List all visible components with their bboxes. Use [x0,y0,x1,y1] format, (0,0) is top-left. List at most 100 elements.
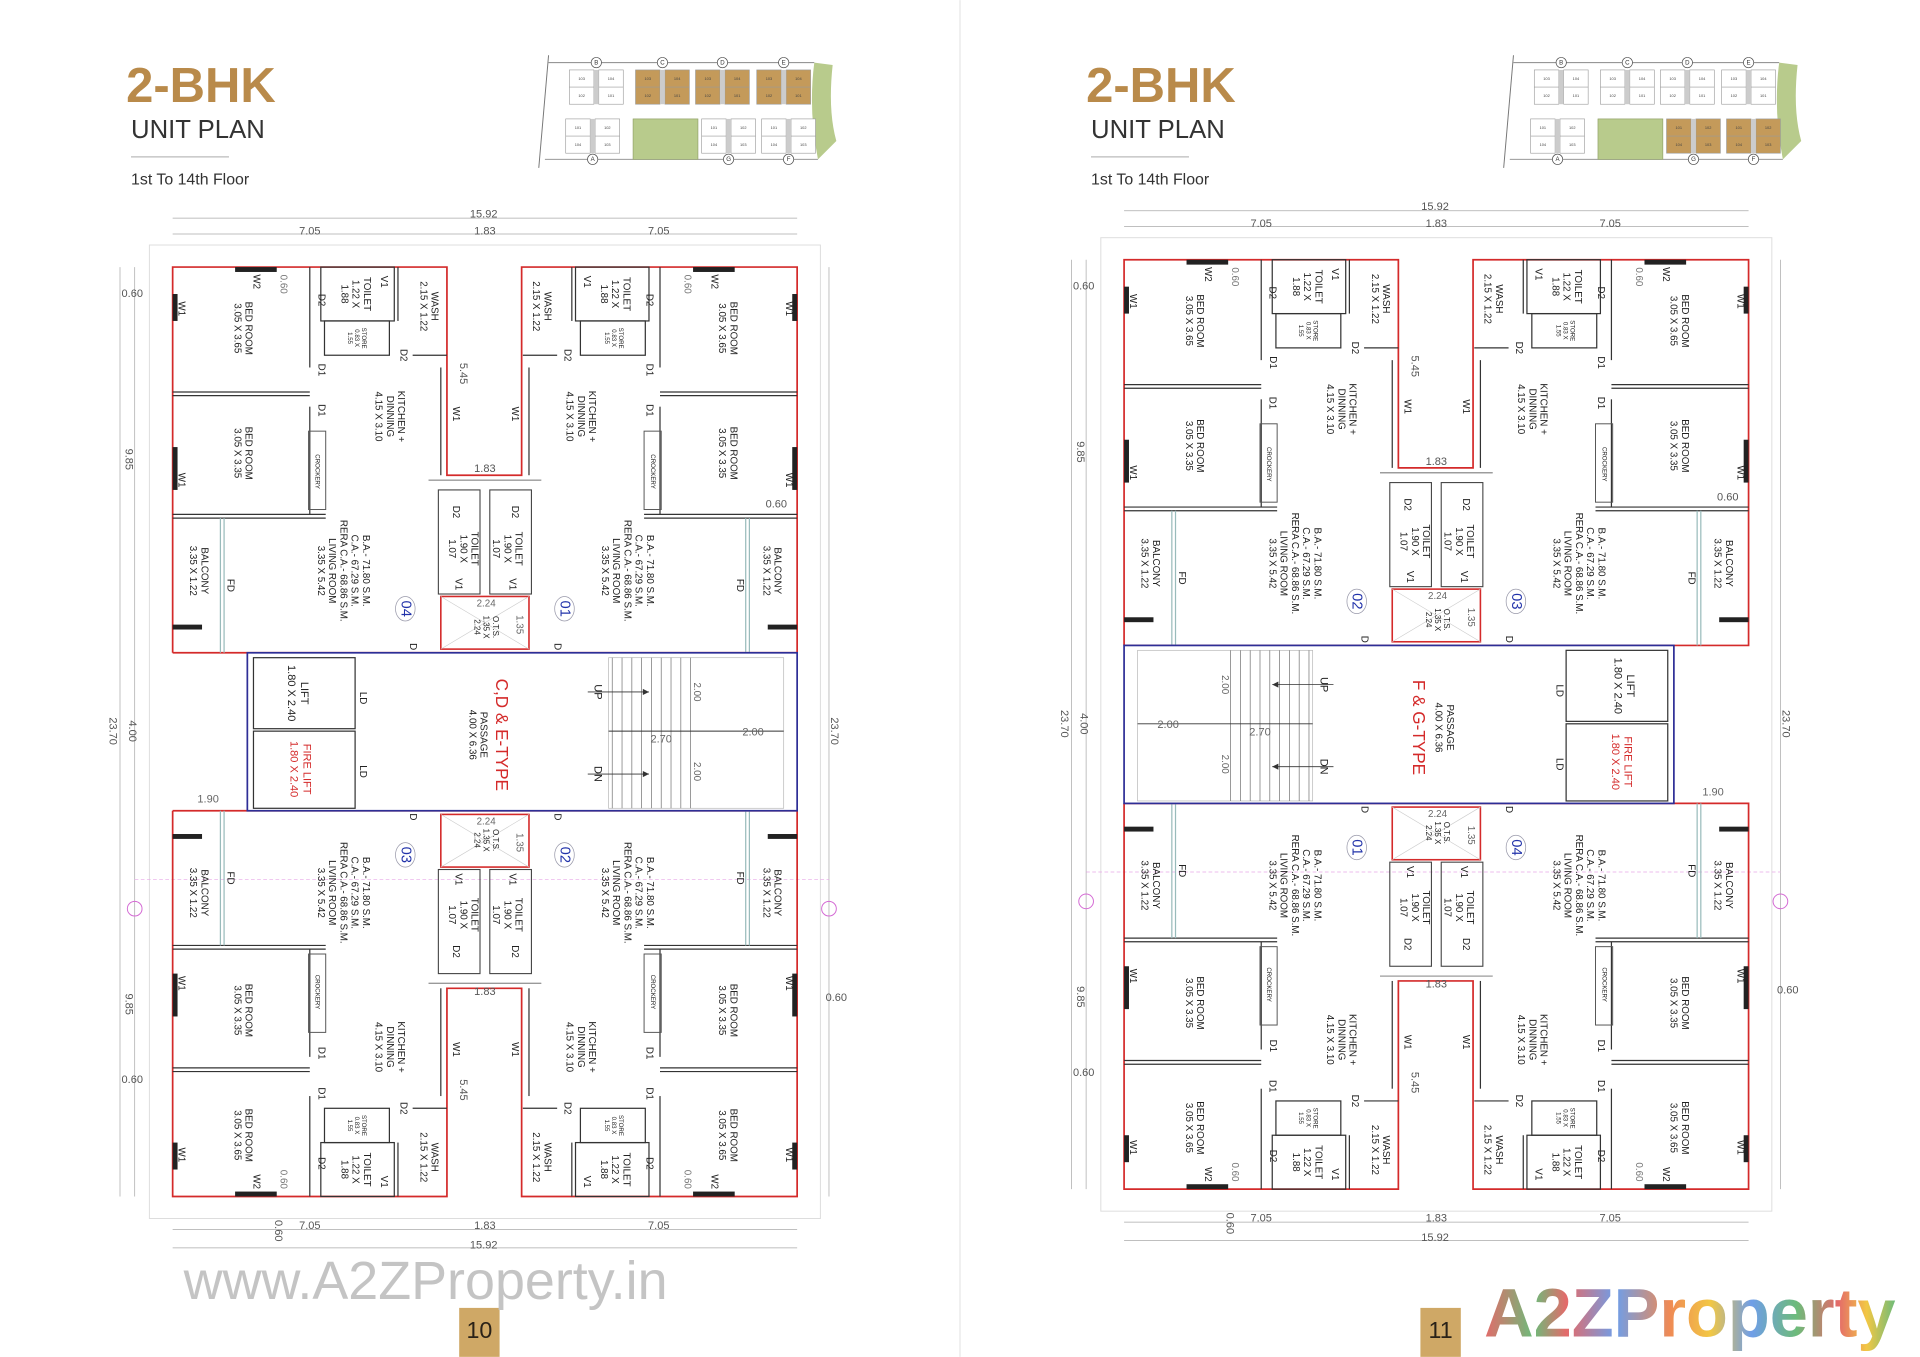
label-line: 1.88 [1290,1153,1301,1173]
arrow-head-icon [642,688,649,696]
label: 2.00 [742,726,763,738]
label-line: LIVING ROOM [326,860,337,925]
label: 2.70 [650,734,671,746]
label-line: LIVING ROOM [1562,853,1573,918]
core-cell [1624,69,1630,105]
crockery-unit [308,430,327,511]
label-line: TOILET [1464,890,1475,924]
label-line: BALCONY [1150,540,1161,587]
label: LD [1553,684,1564,697]
unit-number-badge [554,596,575,622]
window-w1 [172,294,178,321]
unit-number-badge [1505,834,1527,861]
unit-number: 103 [1543,76,1550,81]
window-w1 [1124,439,1129,483]
label-line: LIFT [1624,675,1636,698]
dimension-label: 1.83 [1426,1213,1447,1225]
label-line: PASSAGE [1444,704,1455,751]
label-line: BED ROOM [1679,976,1690,1029]
label: V1 [1458,571,1469,583]
core-cell [1691,118,1696,154]
label-line: 3.05 X 3.35 [716,428,727,479]
label-line: LIVING ROOM [610,860,621,925]
grid-marker [1555,57,1567,69]
store-walls [1531,312,1598,349]
crockery-unit [308,953,327,1033]
dimension-label: 23.70 [1779,710,1791,738]
label: V1 [1532,1168,1543,1180]
arrow-head-icon [642,770,649,778]
label: W1 [1735,969,1746,984]
label-line: 1.22 X [609,1155,620,1184]
core-cell [593,69,599,105]
label: W1 [1735,294,1746,309]
label-line: 4.15 X 3.10 [1515,384,1526,435]
common-toilet-walls [1440,861,1484,967]
ots-label: O.T.S.1.35 X2.24 [1424,608,1451,632]
label-line: 1.55 [1554,325,1561,337]
core-cell [1684,69,1690,105]
label-line: 1.80 X 2.40 [285,665,297,721]
label: 0.60 [681,1170,692,1190]
dimension-label: 7.05 [1250,1213,1271,1225]
label: D [1503,806,1514,813]
label: LD [1553,758,1564,771]
label: 2.24 [1428,591,1448,602]
unit-outline [1123,802,1750,1190]
core-cell [660,69,665,105]
dimension-label: 1.83 [1426,456,1447,468]
unit-number: 101 [711,125,718,130]
dimension-label: 1.83 [1426,218,1447,230]
label-line: B.A.- 71.80 S.M. [1311,528,1322,600]
dimension-label: 5.45 [457,1079,469,1100]
label-line: 1.90 X [1453,527,1464,556]
label-line: 4.15 X 3.10 [1324,384,1335,435]
label: V1 [378,276,389,288]
label-line: STORE [1568,1108,1575,1129]
crockery-label: CROCKERY [649,454,656,489]
label-line: KITCHEN + [395,1021,406,1073]
window [172,624,203,630]
label: W1 [1460,1035,1471,1050]
block-letter: C [660,59,665,66]
label-line: WASH [1380,1135,1391,1164]
type-label: C,D & E-TYPE [492,679,512,791]
label: W1 [783,473,794,488]
unit-number-badge [395,596,416,622]
label-line: 0.83 X [1304,1109,1311,1127]
label-line: BED ROOM [1194,1101,1205,1154]
label-line: RERA C.A.- 68.86 S.M. [1573,513,1584,615]
floor-range: 1st To 14th Floor [131,172,250,189]
label-line: TOILET [620,277,631,311]
label-line: B.A.- 71.80 S.M. [360,535,371,607]
label: D2 [1401,938,1412,951]
site-boundary [1503,55,1514,168]
window-w1 [1743,286,1749,314]
ots-shaft [1391,806,1482,861]
dimension-label: 5.45 [1408,356,1420,377]
label: D1 [315,404,326,417]
label-line: 1.22 X [350,280,361,309]
label-line: LIVING ROOM [326,538,337,603]
label-line: RERA C.A.- 68.86 S.M. [1289,513,1300,615]
label-line: O.T.S. [491,829,500,851]
grid-marker [1621,57,1633,69]
label: 0.60 [277,1170,288,1190]
label: 1.90 [197,794,218,806]
unit-number: 104 [608,76,615,81]
dimension-label: 15.92 [470,208,498,220]
label: D1 [1595,1040,1606,1053]
label-line: 1.80 X 2.40 [288,741,300,797]
